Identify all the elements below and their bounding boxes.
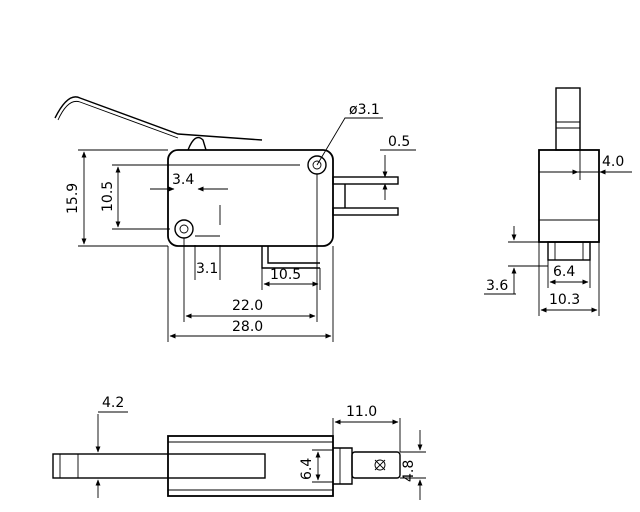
dim-height: 15.9	[65, 183, 81, 214]
dim-pin-width: 6.4	[553, 264, 575, 280]
terminal-bottom	[261, 246, 320, 269]
side-pin	[547, 241, 591, 261]
side-view: 4.0 6.4 3.6 10.3	[484, 87, 632, 316]
terminal-right-top	[332, 176, 399, 185]
switch-body	[167, 149, 334, 247]
bottom-view: 4.2 11.0 6.4 4.8	[52, 395, 426, 500]
dim-terminal-length-bottom: 11.0	[346, 404, 377, 420]
dim-terminal-length: 10.5	[270, 267, 301, 283]
side-body	[538, 149, 600, 243]
dim-terminal-thickness: 0.5	[388, 134, 410, 150]
terminal-right-bottom	[332, 207, 399, 216]
bottom-lever	[52, 453, 266, 479]
dim-overall-width: 10.3	[549, 292, 580, 308]
dim-terminal-height: 6.4	[299, 458, 315, 480]
front-view: ø3.1 0.5 15.9 10.5 3.4 3.1 10.5 22.0	[54, 96, 416, 342]
dim-hole-diameter: ø3.1	[349, 102, 380, 118]
dim-overall-length: 28.0	[232, 319, 263, 335]
dim-hole-offset-top: 3.4	[172, 172, 194, 188]
bottom-body	[167, 435, 334, 497]
side-plunger	[555, 87, 581, 151]
mounting-hole-bottom	[174, 219, 194, 239]
dim-pin-offset: 3.6	[486, 278, 508, 294]
dim-tab-width: 4.8	[401, 460, 417, 482]
bottom-terminal-flange	[333, 447, 353, 485]
lever-arm	[54, 96, 263, 141]
dim-hole-spacing-vertical: 10.5	[100, 181, 116, 212]
dim-hole-offset-side: 3.1	[196, 261, 218, 277]
dim-top-width: 4.0	[602, 154, 624, 170]
dim-hole-spacing-horizontal: 22.0	[232, 298, 263, 314]
bottom-terminal-tab	[351, 451, 401, 479]
lever-roller	[187, 136, 207, 151]
dim-lever-width: 4.2	[102, 395, 124, 411]
